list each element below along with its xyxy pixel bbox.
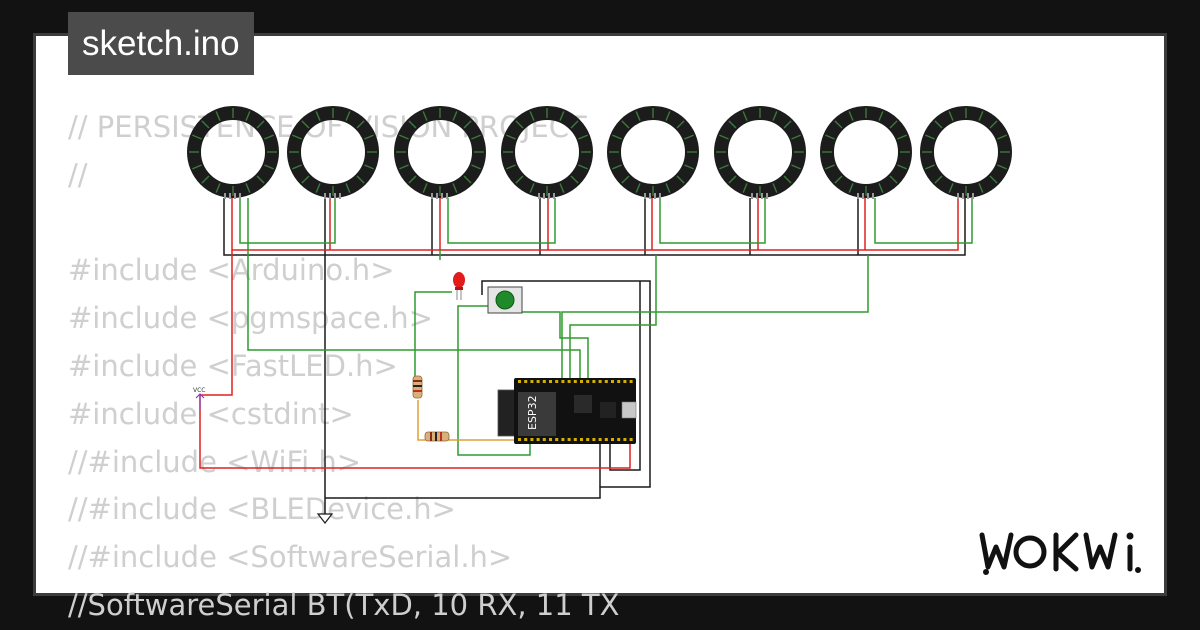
esp32-label: ESP32 (526, 395, 539, 430)
code-line: #include <Arduino.h> (68, 253, 395, 288)
wire-green-esp (247, 198, 581, 380)
resistor-vertical (412, 375, 423, 399)
wires (199, 198, 973, 515)
ground-symbol (316, 513, 334, 524)
wire-red-bus (231, 198, 959, 251)
resistor-horizontal (424, 431, 450, 442)
wokwi-logo (979, 532, 1141, 575)
vcc-marker: VCC (193, 387, 205, 410)
wire-green-data (874, 198, 973, 244)
wire-red-drop (200, 250, 233, 396)
vcc-label: VCC (193, 387, 205, 394)
neopixel-ring-8[interactable] (920, 106, 1012, 199)
wire-red-vcc (199, 395, 631, 469)
neopixel-ring-6[interactable] (714, 106, 806, 199)
code-line: // (68, 157, 88, 192)
red-led[interactable] (453, 272, 465, 300)
wire-green-data (447, 198, 556, 244)
code-line: //#include <WiFi.h> (68, 444, 362, 479)
neopixel-rings (187, 106, 1012, 199)
neopixel-ring-3[interactable] (394, 106, 486, 199)
wire-green-esp (561, 255, 869, 380)
wire-green-led (414, 291, 452, 378)
code-line: #include <pgmspace.h> (68, 301, 433, 336)
wire-green-data (239, 198, 336, 244)
wire-green-btn2 (457, 305, 531, 456)
wire-black-bus (223, 198, 966, 256)
push-button[interactable] (487, 286, 523, 314)
esp32-board[interactable]: ESP32 (497, 378, 637, 444)
code-line: //#include <SoftwareSerial.h> (68, 540, 513, 575)
wire-orange (417, 400, 525, 441)
wire-black-gnd2 (609, 281, 641, 471)
file-tab[interactable]: sketch.ino (68, 12, 254, 75)
neopixel-ring-7[interactable] (820, 106, 912, 199)
neopixel-ring-2[interactable] (287, 106, 379, 199)
wire-green-data (659, 198, 766, 244)
wire-green-esp (569, 255, 657, 380)
esp32-pins (518, 380, 633, 441)
neopixel-ring-4[interactable] (501, 106, 593, 199)
neopixel-ring-5[interactable] (607, 106, 699, 199)
code-line: //SoftwareSerial BT(TxD, 10 RX, 11 TX (68, 587, 620, 622)
neopixel-ring-1[interactable] (187, 106, 279, 199)
wire-black-button (325, 280, 651, 499)
code-line: #include <FastLED.h> (68, 348, 398, 383)
code-line: #include <cstdint> (68, 396, 354, 431)
wire-green-button (522, 311, 589, 380)
